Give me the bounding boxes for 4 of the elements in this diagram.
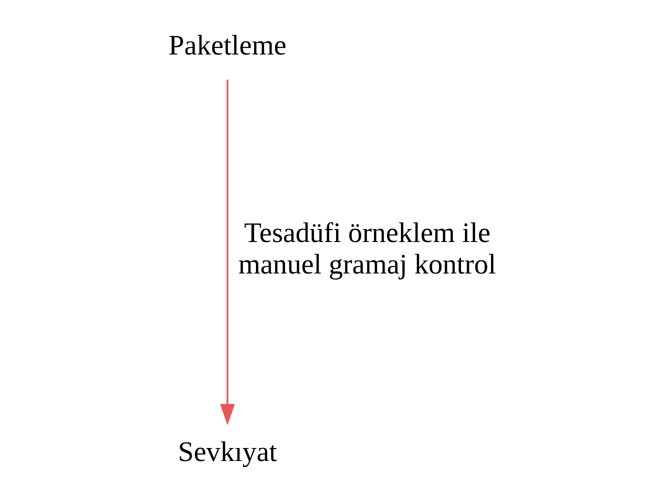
node-text: Sevkıyat — [178, 437, 278, 468]
edge-label: Tesadüfi örneklem ile manuel gramaj kontrol — [238, 218, 496, 281]
node-text: Paketleme — [168, 30, 286, 62]
arrow — [220, 80, 235, 426]
